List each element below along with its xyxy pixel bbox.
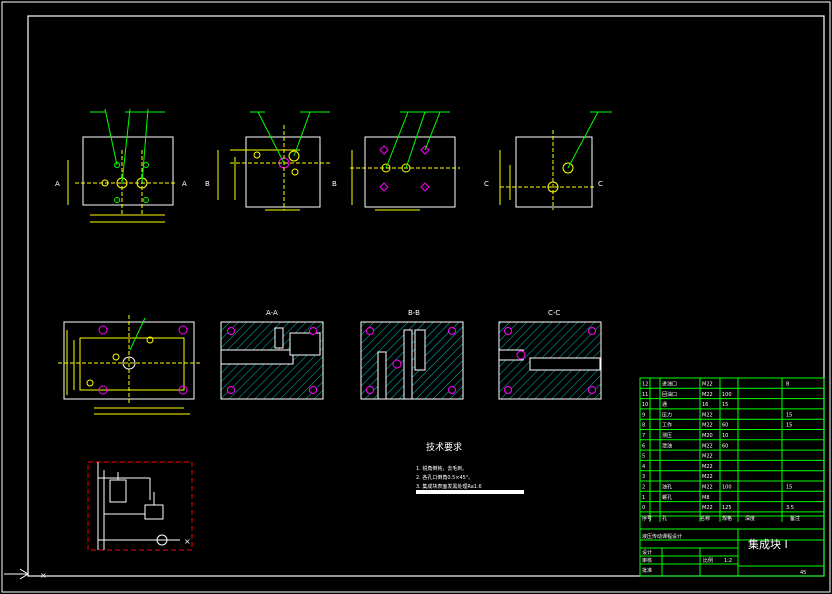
parts-row-note: 3.5 <box>786 505 794 511</box>
view-front-4: C C <box>484 111 612 210</box>
parts-row-name: 测压 <box>662 432 672 439</box>
parts-row-name: 泄油 <box>662 442 672 449</box>
view-front-1: A A <box>55 108 187 223</box>
parts-row-spec: M8 <box>702 495 710 501</box>
hydraulic-schematic: × <box>87 461 193 551</box>
cut-letter-b-right: B <box>332 180 337 188</box>
parts-row-name: 螺孔 <box>662 494 672 501</box>
parts-row-note: 15 <box>786 412 792 418</box>
parts-row-spec: 16 <box>702 402 708 408</box>
svg-text:×: × <box>40 571 47 580</box>
parts-row-note: B <box>786 382 790 388</box>
parts-row-number: 9 <box>642 412 645 418</box>
inner-frame <box>27 15 825 577</box>
parts-row-name: 压力 <box>662 411 672 418</box>
parts-row-note: 15 <box>786 423 792 429</box>
parts-row-spec: M22 <box>702 505 713 511</box>
parts-row-name: 进油口 <box>662 381 677 388</box>
parts-header-cell: 序号 <box>642 515 652 522</box>
parts-row-number: 0 <box>642 505 645 511</box>
parts-row-number: 5 <box>642 454 645 460</box>
parts-row-number: 2 <box>642 485 645 491</box>
label-design: 设计 <box>642 549 652 556</box>
parts-row-depth: 10 <box>722 433 728 439</box>
label-approve: 批准 <box>642 567 652 574</box>
parts-row-number: 3 <box>642 474 645 480</box>
tech-title: 技术要求 <box>426 441 462 453</box>
technical-requirements: 技术要求 1. 锐角倒钝，去毛刺。 2. 各孔口倒角0.5×45°。 3. 集成… <box>416 441 524 494</box>
parts-row-spec: M22 <box>702 382 713 388</box>
parts-row-number: 8 <box>642 423 645 429</box>
cut-letter-c-left: C <box>484 180 489 188</box>
material-value: 45 <box>800 570 806 576</box>
section-c-c: C-C <box>498 309 602 400</box>
parts-header-cell: 名称 <box>700 515 710 522</box>
parts-row-spec: M22 <box>702 423 713 429</box>
section-b-b: B-B <box>360 309 464 400</box>
part-name: 集成块 I <box>748 537 788 551</box>
view-front-2: B B <box>205 111 337 211</box>
scale-value: 1:2 <box>724 558 732 564</box>
parts-row-name: 回油口 <box>662 391 677 398</box>
svg-text:×: × <box>184 537 191 546</box>
parts-row-name: 通 <box>662 401 667 408</box>
tech-note-2: 2. 各孔口倒角0.5×45°。 <box>416 474 473 481</box>
parts-header-cell: 规格 <box>722 515 732 522</box>
parts-header-cell: 深度 <box>745 515 755 522</box>
parts-row-spec: M22 <box>702 454 713 460</box>
cut-letter-c-right: C <box>598 180 603 188</box>
parts-row-spec: M22 <box>702 485 713 491</box>
parts-row-note: 15 <box>786 485 792 491</box>
parts-row-spec: M22 <box>702 443 713 449</box>
section-label-c: C-C <box>548 309 560 317</box>
cut-letter-a-left: A <box>55 180 60 188</box>
section-a-a: A-A <box>220 309 324 400</box>
parts-row-name: 工作 <box>662 422 672 429</box>
school-name: 液压传动课程设计 <box>642 533 682 540</box>
section-label-b: B-B <box>408 309 420 317</box>
tech-note-1: 1. 锐角倒钝，去毛刺。 <box>416 465 467 472</box>
parts-row-number: 12 <box>642 382 648 388</box>
tech-note-3: 3. 集成块表面发黑处理Ra1.6 <box>416 483 482 490</box>
parts-row-depth: 60 <box>722 423 728 429</box>
parts-row-number: 4 <box>642 464 645 470</box>
parts-row-number: 11 <box>642 392 648 398</box>
bottom-arrow: × <box>4 568 47 580</box>
parts-row-depth: 125 <box>722 505 732 511</box>
parts-row-spec: M22 <box>702 412 713 418</box>
parts-row-depth: 60 <box>722 443 728 449</box>
parts-row-spec: M22 <box>702 474 713 480</box>
parts-header-cell: 备注 <box>790 515 800 522</box>
parts-row-number: 10 <box>642 402 648 408</box>
parts-row-spec: M22 <box>702 392 713 398</box>
cut-letter-a-right: A <box>182 180 187 188</box>
parts-row-number: 6 <box>642 443 645 449</box>
label-scale: 比例 <box>703 557 713 564</box>
parts-row-spec: M20 <box>702 433 713 439</box>
parts-row-name: 油孔 <box>662 484 672 491</box>
view-front-3 <box>350 111 460 211</box>
view-plan <box>58 315 200 415</box>
title-block <box>639 377 825 577</box>
parts-row-spec: M22 <box>702 464 713 470</box>
cut-letter-b-left: B <box>205 180 210 188</box>
parts-row-depth: 15 <box>722 402 728 408</box>
parts-header-cell: 孔 <box>662 515 667 522</box>
section-label-a: A-A <box>266 309 278 317</box>
parts-row-number: 1 <box>642 495 645 501</box>
parts-row-depth: 100 <box>722 392 732 398</box>
label-check: 审核 <box>642 557 652 564</box>
parts-row-number: 7 <box>642 433 645 439</box>
parts-row-depth: 100 <box>722 485 732 491</box>
